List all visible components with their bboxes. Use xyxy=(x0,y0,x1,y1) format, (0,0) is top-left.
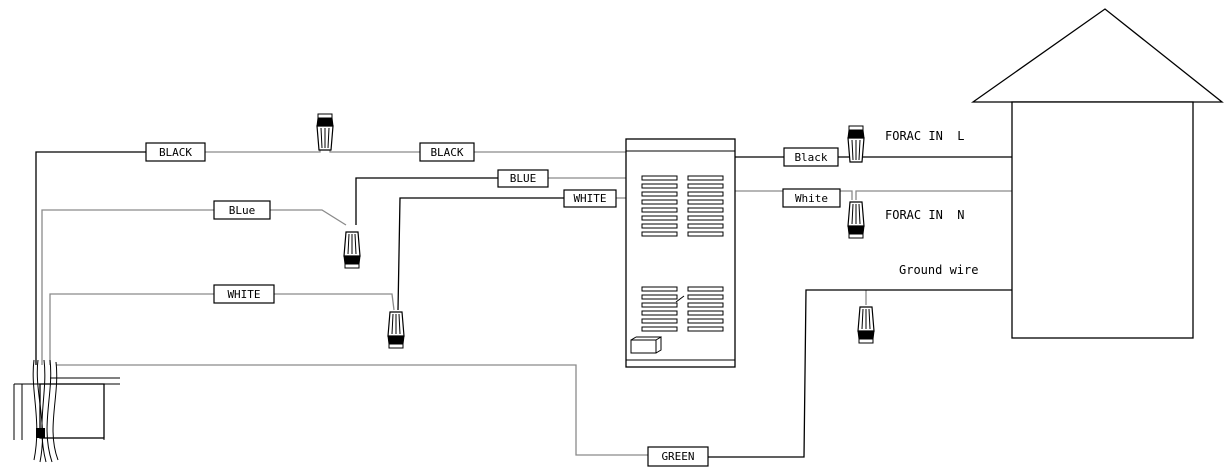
label-blue-mid-text: BLUE xyxy=(510,172,537,185)
wire-nut-top xyxy=(316,113,334,151)
label-white-right: White xyxy=(782,188,841,208)
label-white-mid: WHITE xyxy=(563,189,617,208)
label-blue-left-text: BLue xyxy=(229,204,256,217)
label-black-mid-text: BLACK xyxy=(430,146,463,159)
label-white-left: WHITE xyxy=(213,284,275,304)
annotation-ground-wire: Ground wire xyxy=(899,263,978,277)
house xyxy=(970,8,1224,339)
annotation-forac-l: FORAC IN L xyxy=(885,129,964,143)
wire-nut-forac-n xyxy=(847,201,865,239)
label-blue-mid: BLUE xyxy=(497,169,549,188)
label-blue-left: BLue xyxy=(213,200,271,220)
label-black-mid: BLACK xyxy=(419,142,475,162)
wire-nut-white xyxy=(387,311,405,349)
wire-nut-forac-l xyxy=(847,125,865,163)
black-wires xyxy=(35,150,1012,458)
junction-box xyxy=(13,359,120,463)
annotation-forac-n: FORAC IN N xyxy=(885,208,964,222)
label-white-left-text: WHITE xyxy=(227,288,260,301)
label-black-left-text: BLACK xyxy=(159,146,192,159)
heater-unit xyxy=(625,138,736,368)
lower-vents xyxy=(641,286,724,332)
label-black-left: BLACK xyxy=(145,142,206,162)
wire-nut-blue xyxy=(343,231,361,269)
label-white-mid-text: WHITE xyxy=(573,192,606,205)
upper-vents xyxy=(641,175,724,237)
gray-wires xyxy=(41,139,1012,456)
label-black-right: Black xyxy=(783,147,839,167)
label-white-right-text: White xyxy=(795,192,828,205)
label-black-right-text: Black xyxy=(794,151,827,164)
wire-nut-ground xyxy=(857,306,875,344)
control-box xyxy=(630,336,662,354)
label-green: GREEN xyxy=(647,446,709,467)
label-green-text: GREEN xyxy=(661,450,694,463)
